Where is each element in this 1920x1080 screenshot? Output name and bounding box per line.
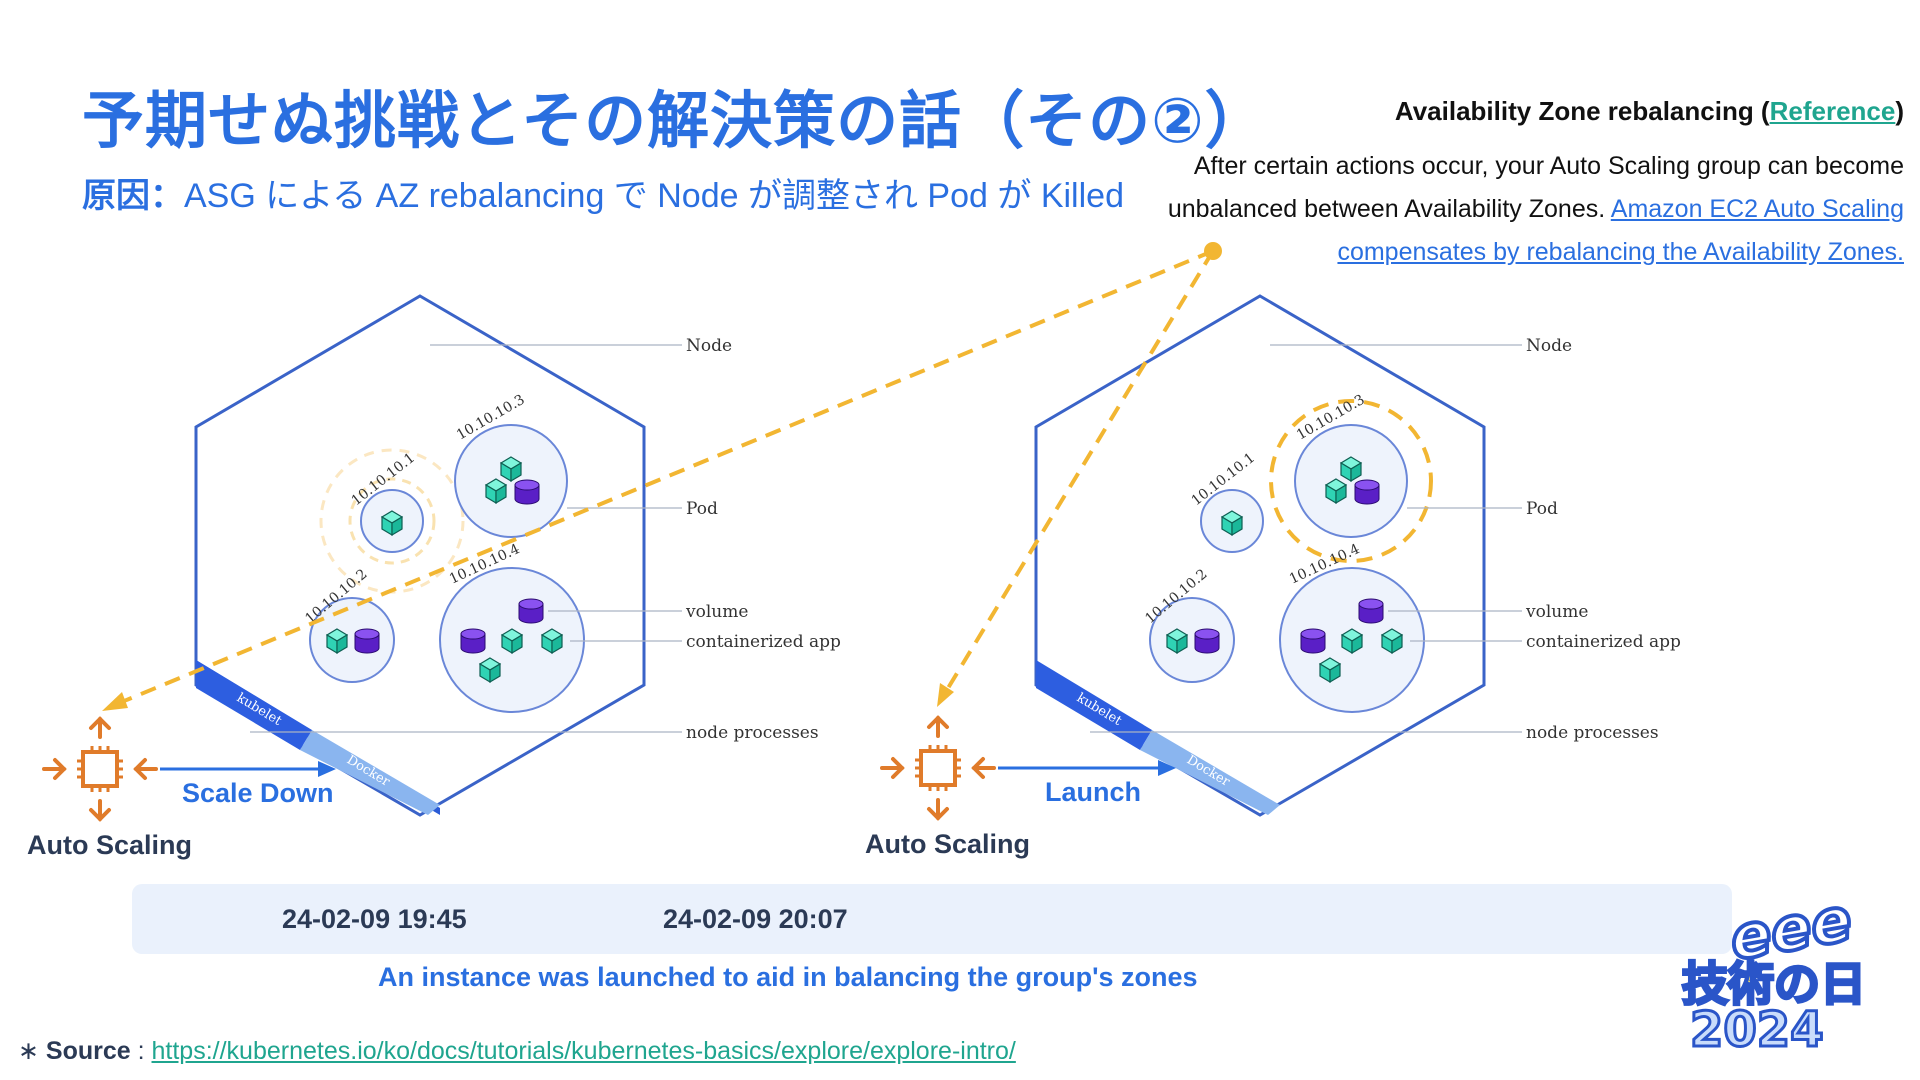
- pod-10-10-10-2-left: [309, 597, 395, 683]
- container-cube-icon: [1325, 478, 1347, 504]
- reference-paren-open: (: [1753, 96, 1770, 126]
- auto-scaling-label-right: Auto Scaling: [865, 829, 1031, 859]
- scale-down-label: Scale Down: [182, 778, 334, 808]
- volume-cylinder-icon: [1354, 479, 1380, 505]
- container-cube-icon: [485, 478, 507, 504]
- volume-cylinder-icon: [1358, 598, 1384, 624]
- timeline-caption: An instance was launched to aid in balan…: [378, 962, 1198, 992]
- node-processes-label-right: node processes: [1526, 723, 1659, 743]
- timestamp-2: 24-02-09 20:07: [663, 904, 848, 934]
- source-line: ∗ Source : https://kubernetes.io/ko/docs…: [18, 1036, 1016, 1066]
- pod-label-right: Pod: [1526, 499, 1558, 519]
- node-hexagon-left: [194, 294, 646, 817]
- volume-cylinder-icon: [518, 598, 544, 624]
- logo-text-gijutsu: 技術の日: [1682, 957, 1866, 1011]
- node-diagram-right: kubelet Docker 10.10.10.3 10.10.10.1 10.…: [1034, 294, 1681, 817]
- reference-box: Availability Zone rebalancing (Reference…: [1144, 96, 1904, 274]
- volume-cylinder-icon: [354, 628, 380, 654]
- container-cube-icon: [381, 510, 403, 536]
- timeline-bar: [132, 884, 1732, 954]
- node-hexagon-right: [1034, 294, 1486, 817]
- container-cube-icon: [1221, 510, 1243, 536]
- reference-link[interactable]: Reference: [1769, 96, 1896, 126]
- node-label-left: Node: [686, 336, 732, 356]
- reference-body-text: After certain actions occur, your Auto S…: [1167, 152, 1904, 223]
- node-processes-label-left: node processes: [686, 723, 819, 743]
- reference-heading: Availability Zone rebalancing (Reference…: [1144, 96, 1904, 127]
- event-logo: eee 技術の日 2024: [1681, 883, 1868, 1060]
- cause-text: ASG による AZ rebalancing で Node が調整され Pod …: [184, 177, 1124, 215]
- container-cube-icon: [326, 628, 348, 654]
- cause-label: 原因：: [82, 177, 184, 215]
- cause-line: 原因：ASG による AZ rebalancing で Node が調整され P…: [82, 168, 1124, 217]
- auto-scaling-icon-left: [42, 717, 158, 821]
- source-asterisk: ∗: [18, 1037, 39, 1065]
- pod-highlight-right: [1269, 399, 1433, 563]
- auto-scaling-icon-right: [880, 716, 996, 820]
- launch-label: Launch: [1045, 777, 1142, 807]
- container-cube-icon: [1319, 657, 1341, 683]
- volume-cylinder-icon: [514, 479, 540, 505]
- container-cube-icon: [1341, 628, 1363, 654]
- containerized-app-label-right: containerized app: [1526, 632, 1681, 652]
- container-cube-icon: [479, 657, 501, 683]
- reference-paren-close: ): [1895, 96, 1904, 126]
- volume-label-right: volume: [1525, 602, 1588, 622]
- volume-cylinder-icon: [1300, 628, 1326, 654]
- source-link[interactable]: https://kubernetes.io/ko/docs/tutorials/…: [151, 1037, 1016, 1065]
- source-label: Source: [45, 1037, 131, 1065]
- volume-cylinder-icon: [460, 628, 486, 654]
- volume-cylinder-icon: [1194, 628, 1220, 654]
- pod-label-left: Pod: [686, 499, 718, 519]
- slide-title: 予期せぬ挑戦とその解決策の話（その②）: [82, 87, 1268, 156]
- node-diagram-left: kubelet Docker 10.10.10.3 10.10.10.1 10.…: [194, 294, 841, 817]
- container-cube-icon: [1166, 628, 1188, 654]
- container-cube-icon: [1381, 628, 1403, 654]
- container-cube-icon: [501, 628, 523, 654]
- node-label-right: Node: [1526, 336, 1572, 356]
- pod-10-10-10-2-right: [1149, 597, 1235, 683]
- container-cube-icon: [541, 628, 563, 654]
- container-cube-icon: [500, 456, 522, 482]
- logo-text-year: 2024: [1690, 1002, 1824, 1058]
- volume-label-left: volume: [685, 602, 748, 622]
- auto-scaling-label-left: Auto Scaling: [27, 830, 193, 860]
- reference-body: After certain actions occur, your Auto S…: [1144, 145, 1904, 274]
- reference-body-link[interactable]: Amazon EC2 Auto Scaling compensates by r…: [1337, 195, 1904, 266]
- pod-highlight-left: [348, 477, 436, 565]
- source-separator: :: [130, 1037, 152, 1065]
- rebalancing-callout-arrows: [102, 242, 1222, 711]
- container-cube-icon: [1340, 456, 1362, 482]
- containerized-app-label-left: containerized app: [686, 632, 841, 652]
- reference-heading-text: Availability Zone rebalancing: [1394, 96, 1754, 126]
- timestamp-1: 24-02-09 19:45: [282, 904, 467, 934]
